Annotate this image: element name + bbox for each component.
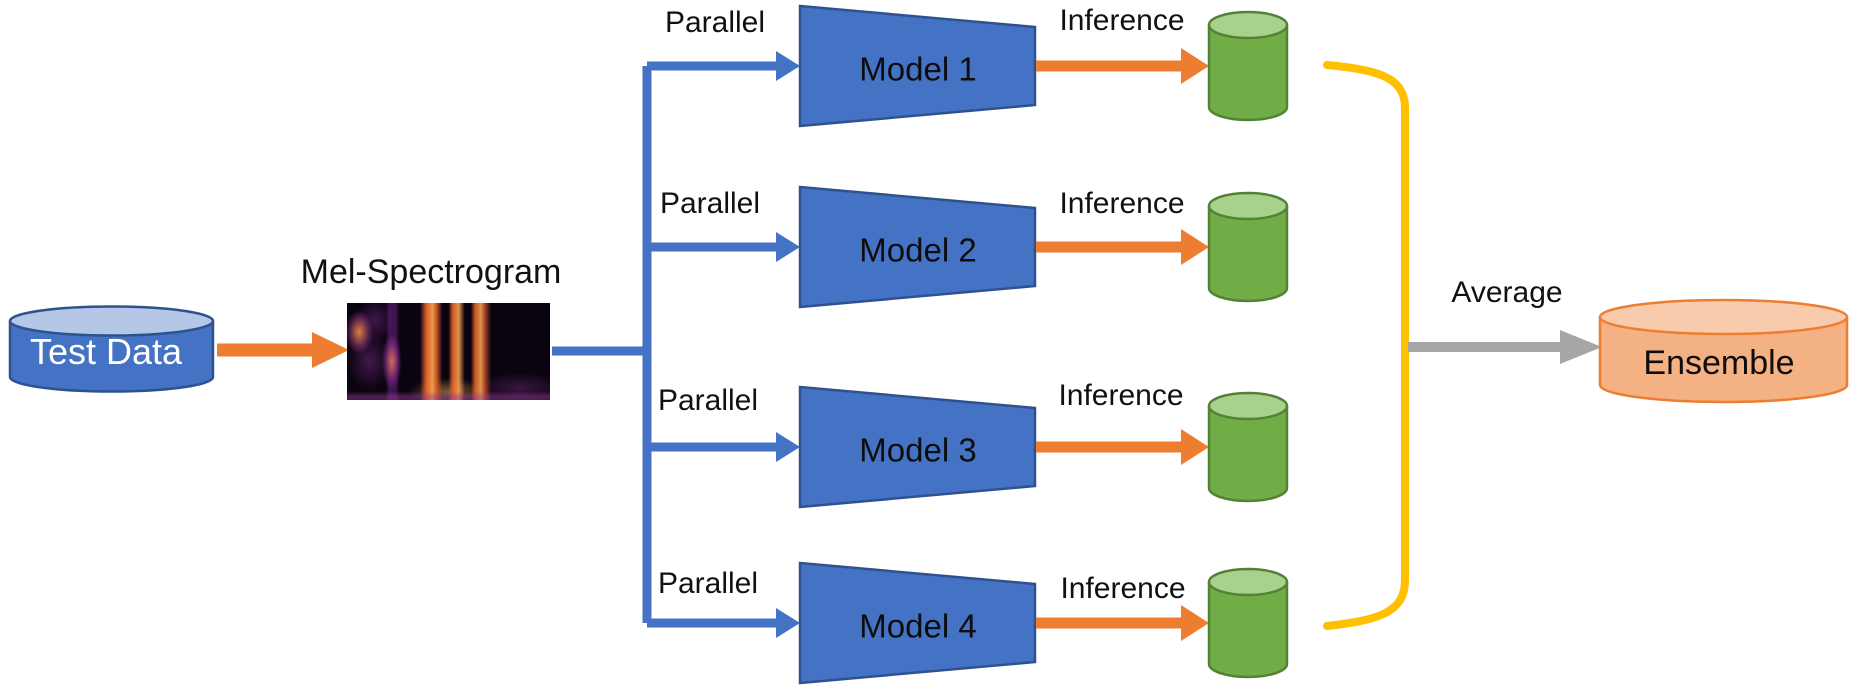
result-cylinder-4 — [1207, 567, 1289, 679]
result-cylinder-3 — [1207, 391, 1289, 503]
aggregate-bracket — [1323, 61, 1409, 630]
model-2-label: Model 2 — [859, 231, 977, 269]
parallel-label-3: Parallel — [657, 384, 759, 417]
model-4-label: Model 4 — [859, 607, 977, 645]
parallel-arrowhead-3 — [776, 432, 800, 462]
test-data-cylinder — [8, 305, 215, 393]
result-cylinder-2 — [1207, 191, 1289, 303]
parallel-arrowhead-4 — [776, 608, 800, 638]
result-cylinder-1 — [1207, 10, 1289, 122]
average-label: Average — [1451, 276, 1563, 309]
parallel-label-1: Parallel — [664, 6, 766, 39]
test-data-label: Test Data — [29, 331, 183, 372]
parallel-label-4: Parallel — [657, 567, 759, 600]
model-4-trapezoid — [798, 561, 1037, 685]
inference-label-2: Inference — [1059, 187, 1185, 220]
model-3-trapezoid — [798, 385, 1037, 509]
inference-arrow-3 — [1036, 429, 1209, 465]
model-3-label: Model 3 — [859, 431, 977, 469]
average-arrow — [1408, 330, 1602, 364]
ensemble-cylinder — [1598, 298, 1849, 404]
inference-arrow-1 — [1036, 48, 1209, 84]
model-2-trapezoid — [798, 185, 1037, 309]
mel-spectrogram-label: Mel-Spectrogram — [300, 253, 562, 291]
test-data-arrow — [217, 332, 349, 368]
inference-arrow-4 — [1036, 605, 1209, 641]
inference-label-1: Inference — [1059, 4, 1185, 37]
model-1-label: Model 1 — [859, 50, 977, 88]
inference-label-4: Inference — [1060, 572, 1186, 605]
parallel-arrowhead-2 — [776, 232, 800, 262]
inference-arrow-2 — [1036, 229, 1209, 265]
inference-label-3: Inference — [1058, 379, 1184, 412]
parallel-arrowhead-1 — [776, 51, 800, 81]
mel-spectrogram-image — [347, 303, 550, 400]
model-1-trapezoid — [798, 4, 1037, 128]
ensemble-label: Ensemble — [1643, 344, 1795, 382]
parallel-split-connector — [552, 51, 800, 638]
parallel-label-2: Parallel — [659, 187, 761, 220]
